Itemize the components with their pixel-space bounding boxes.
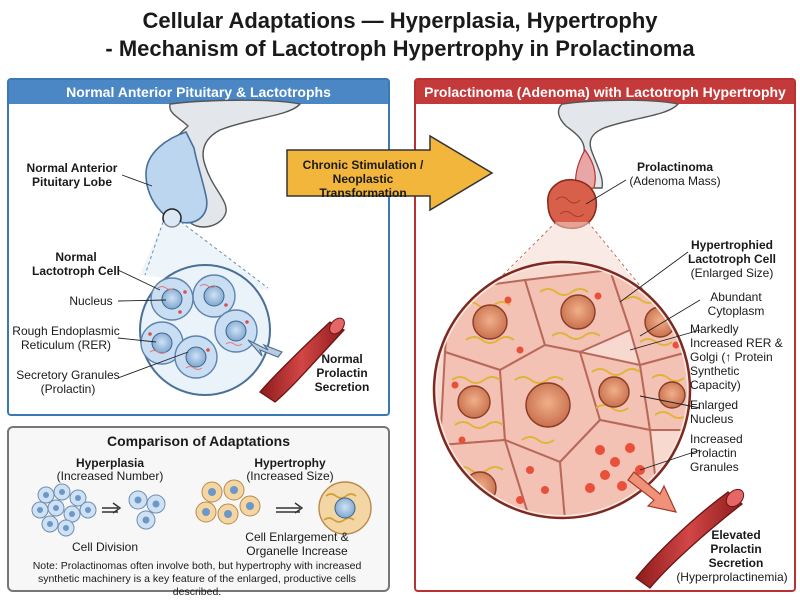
comparison-title: Comparison of Adaptations	[106, 433, 291, 449]
increased-rer-golgi-label: Markedly Increased RER & Golgi (↑ Protei…	[690, 322, 783, 392]
transformation-arrow-label: Chronic Stimulation / Neoplastic Transfo…	[302, 158, 424, 200]
cell-division-label: Cell Division	[71, 540, 139, 554]
transformation-arrow	[286, 134, 494, 212]
hypertrophy-subtitle: (Increased Size)	[246, 469, 334, 483]
hyperprolactinemia-label: (Hyperprolactinemia)	[676, 570, 788, 584]
increased-granules-label: Increased Prolactin Granules	[690, 432, 743, 474]
normal-lactotroph-label: Normal Lactotroph Cell	[31, 250, 120, 278]
enlarged-nucleus-label: Enlarged Nucleus	[690, 398, 739, 426]
prolactinoma-gland	[547, 99, 680, 230]
hyperplasia-subtitle: (Increased Number)	[56, 469, 164, 483]
hypertrophy-title: Hypertrophy	[254, 456, 326, 470]
secretion-arrow-right	[627, 471, 678, 513]
rer-label: Rough Endoplasmic Reticulum (RER)	[12, 324, 120, 352]
secretion-arrow-left	[247, 339, 283, 358]
blood-vessel-right	[635, 491, 744, 589]
normal-pituitary-gland	[145, 99, 302, 228]
secretory-granules-label: Secretory Granules (Prolactin)	[16, 368, 120, 396]
hyperplasia-cells	[31, 483, 166, 537]
title-line-1: Cellular Adaptations — Hyperplasia, Hype…	[142, 8, 658, 33]
enlarged-size-label: (Enlarged Size)	[690, 266, 774, 280]
prolactinoma-label: Prolactinoma	[636, 160, 714, 174]
pituitary-lobe-label: Normal Anterior Pituitary Lobe	[26, 161, 118, 189]
nucleus-label: Nucleus	[69, 294, 113, 308]
cell-enlargement-label: Cell Enlargement & Organelle Increase	[245, 530, 349, 558]
normal-lactotroph-magnified	[139, 264, 271, 396]
hyperplasia-title: Hyperplasia	[75, 456, 145, 470]
hypertrophy-cells	[195, 479, 372, 535]
hypertrophied-cell-label: Hypertrophied Lactotroph Cell	[687, 238, 776, 266]
comparison-note: Note: Prolactinomas often involve both, …	[32, 560, 362, 598]
blood-vessel-left	[259, 321, 346, 403]
adenoma-mass-label: (Adenoma Mass)	[629, 174, 721, 188]
hypertrophied-lactotroph-magnified	[432, 260, 692, 520]
title-line-2: - Mechanism of Lactotroph Hypertrophy in…	[105, 36, 695, 61]
normal-panel-header: Normal Anterior Pituitary & Lactotrophs	[9, 80, 388, 104]
abundant-cytoplasm-label: Abundant Cytoplasm	[707, 290, 765, 318]
elevated-secretion-label: Elevated Prolactin Secretion	[708, 528, 764, 570]
normal-secretion-label: Normal Prolactin Secretion	[314, 352, 370, 394]
